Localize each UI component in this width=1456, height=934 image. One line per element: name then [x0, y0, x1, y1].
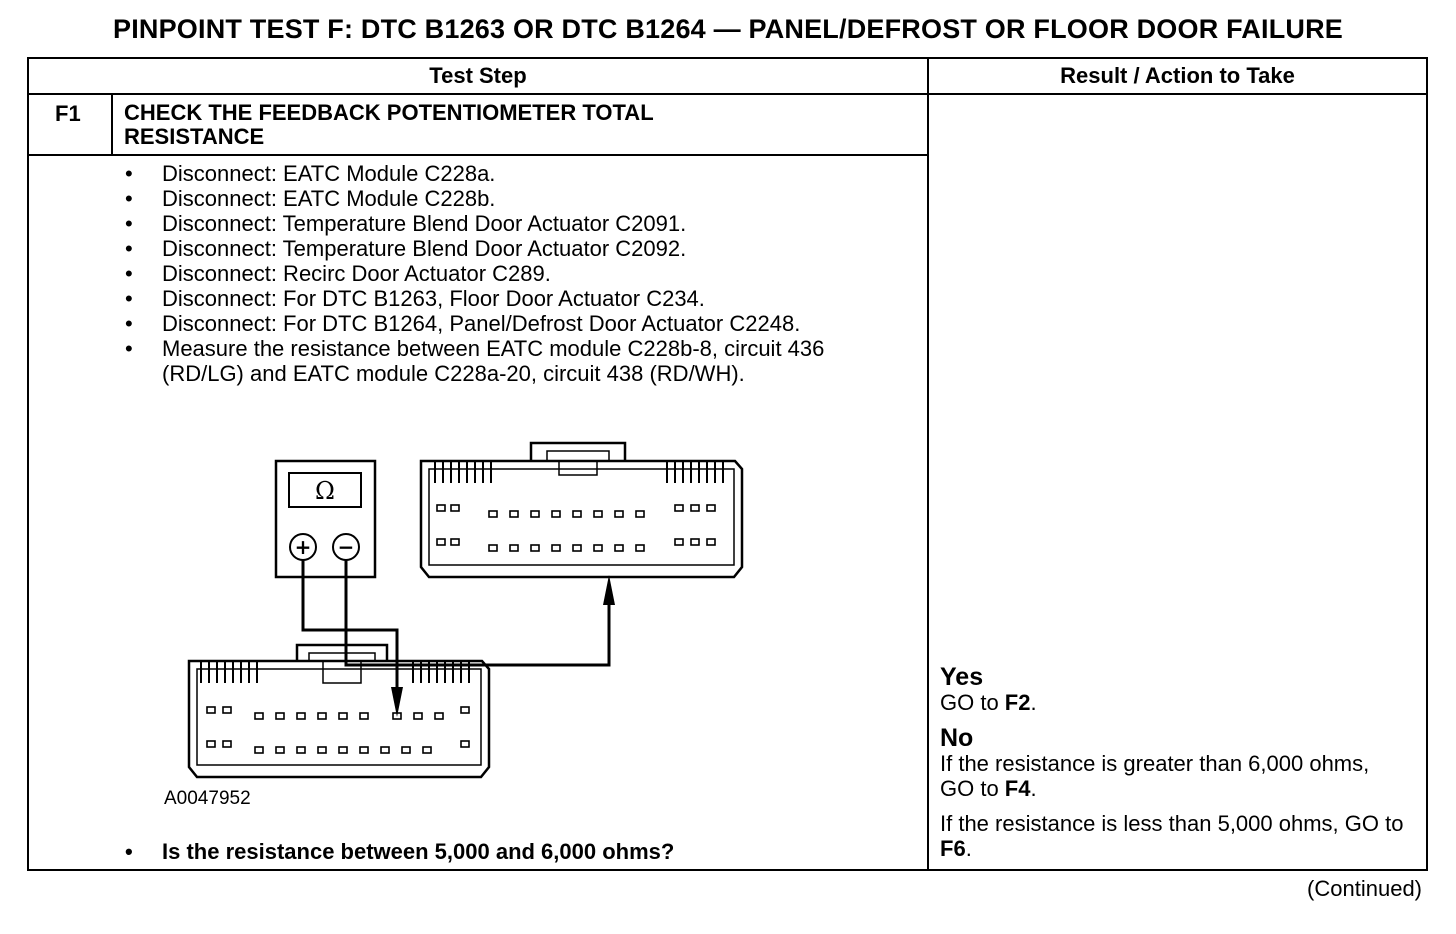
no-label: No [940, 724, 974, 752]
header-test-step: Test Step [429, 63, 527, 88]
ohm-symbol: Ω [315, 477, 335, 505]
pinpoint-test-table: Test Step Result / Action to Take F1 CHE… [27, 57, 1428, 871]
instruction-item: Disconnect: Temperature Blend Door Actua… [119, 211, 909, 236]
instruction-item: Disconnect: For DTC B1263, Floor Door Ac… [119, 286, 909, 311]
result-no: No If the resistance is greater than 6,0… [940, 724, 1420, 862]
step-id-divider [111, 93, 113, 155]
instruction-item: Measure the resistance between EATC modu… [119, 336, 912, 386]
instruction-item: Disconnect: Temperature Blend Door Actua… [119, 236, 909, 261]
instruction-item: Disconnect: Recirc Door Actuator C289. [119, 261, 909, 286]
connector-c228b-body [187, 659, 491, 779]
yes-label: Yes [940, 663, 984, 691]
plus-symbol: + [295, 535, 312, 559]
yes-action: GO to F2. [940, 690, 1037, 715]
ohmmeter-display [288, 472, 362, 508]
header-result-action: Result / Action to Take [1060, 63, 1295, 88]
continued-note: (Continued) [1307, 876, 1422, 901]
page-title: PINPOINT TEST F: DTC B1263 OR DTC B1264 … [112, 14, 1344, 44]
minus-symbol: − [338, 535, 355, 559]
ohmmeter-connector-diagram: Ω + − [187, 441, 744, 779]
step-title: CHECK THE FEEDBACK POTENTIOMETER TOTAL R… [124, 100, 654, 149]
no-action-less: If the resistance is less than 5,000 ohm… [940, 811, 1404, 861]
header-divider [29, 93, 1426, 95]
result-yes: Yes GO to F2. [940, 663, 1420, 716]
no-action-greater: If the resistance is greater than 6,000 … [940, 751, 1370, 801]
instruction-item: Disconnect: For DTC B1264, Panel/Defrost… [119, 311, 822, 336]
negative-lead [344, 560, 611, 667]
step-instructions: Disconnect: EATC Module C228a. Disconnec… [119, 161, 909, 386]
step-title-divider [29, 154, 927, 156]
instruction-item: Disconnect: EATC Module C228b. [119, 186, 909, 211]
probe-tip-icon [603, 575, 615, 605]
step-id: F1 [55, 101, 81, 126]
probe-tip-icon [391, 687, 403, 717]
positive-lead [301, 560, 399, 687]
column-divider [927, 59, 929, 869]
test-question: Is the resistance between 5,000 and 6,00… [119, 839, 674, 865]
ohmmeter-body [274, 459, 377, 579]
connector-c228a-body [419, 459, 744, 579]
figure-id: A0047952 [164, 788, 251, 809]
instruction-item: Disconnect: EATC Module C228a. [119, 161, 909, 186]
